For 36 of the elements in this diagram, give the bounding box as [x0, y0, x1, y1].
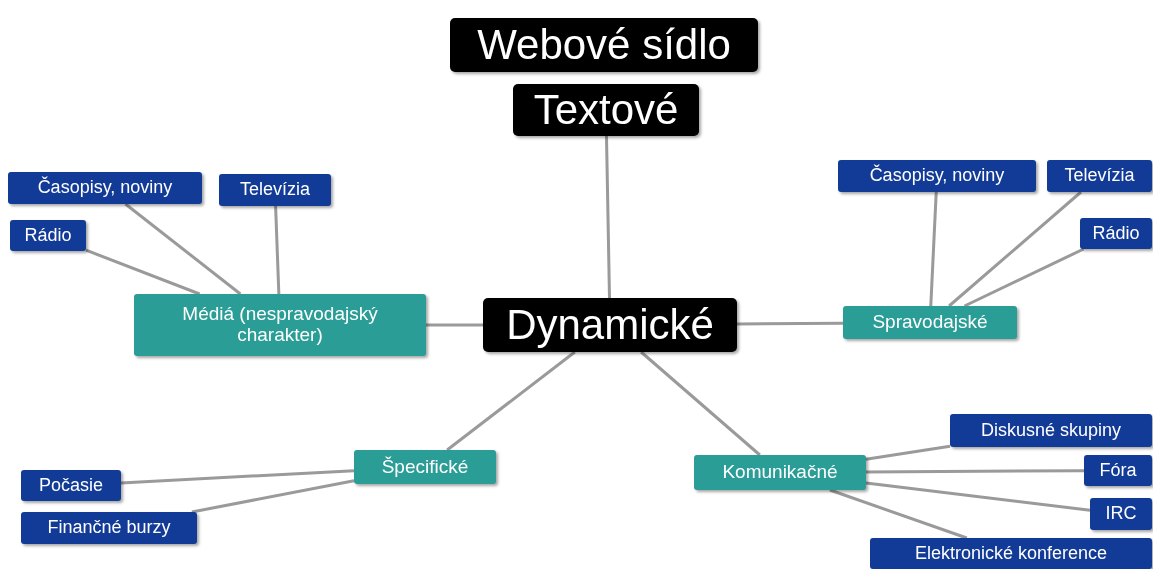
subtopic-box: Diskusné skupiny [950, 414, 1152, 447]
connector-line [829, 488, 968, 540]
subtopic-box: Elektronické konference [870, 538, 1152, 569]
connector-line [963, 247, 1085, 308]
subtopic-box: IRC [1090, 498, 1152, 530]
category-box: Komunikačné [694, 455, 866, 490]
connector-line [605, 135, 611, 299]
subtopic-box: Počasie [21, 470, 121, 501]
connector-line [446, 350, 576, 452]
connector-line [120, 469, 355, 485]
subtopic-box: Fóra [1084, 455, 1152, 486]
connector-line [737, 321, 843, 326]
connector-line [866, 469, 1084, 474]
connector-line [948, 190, 1082, 308]
subtopic-box: Časopisy, noviny [838, 160, 1036, 192]
connector-line [124, 202, 242, 296]
connector-line [640, 350, 761, 457]
category-box: Spravodajské [843, 306, 1017, 339]
subtopic-box: Televízia [219, 174, 331, 206]
category-box: Špecifické [354, 450, 496, 484]
connector-line [426, 323, 483, 327]
topic-box: Webové sídlo [450, 18, 758, 72]
connector-line [191, 479, 355, 514]
subtopic-box: Finančné burzy [21, 512, 197, 544]
connector-line [865, 444, 951, 461]
connector-line [274, 205, 281, 295]
connector-line [929, 191, 938, 307]
subtopic-box: Televízia [1047, 160, 1152, 192]
subtopic-box: Rádio [1080, 218, 1152, 249]
category-box: Médiá (nespravodajský charakter) [134, 294, 426, 356]
connector-line [865, 481, 1091, 512]
topic-box: Dynamické [483, 298, 737, 352]
connector-line [85, 248, 201, 296]
subtopic-box: Rádio [10, 220, 86, 251]
topic-box: Textové [513, 84, 699, 136]
subtopic-box: Časopisy, noviny [8, 172, 202, 204]
